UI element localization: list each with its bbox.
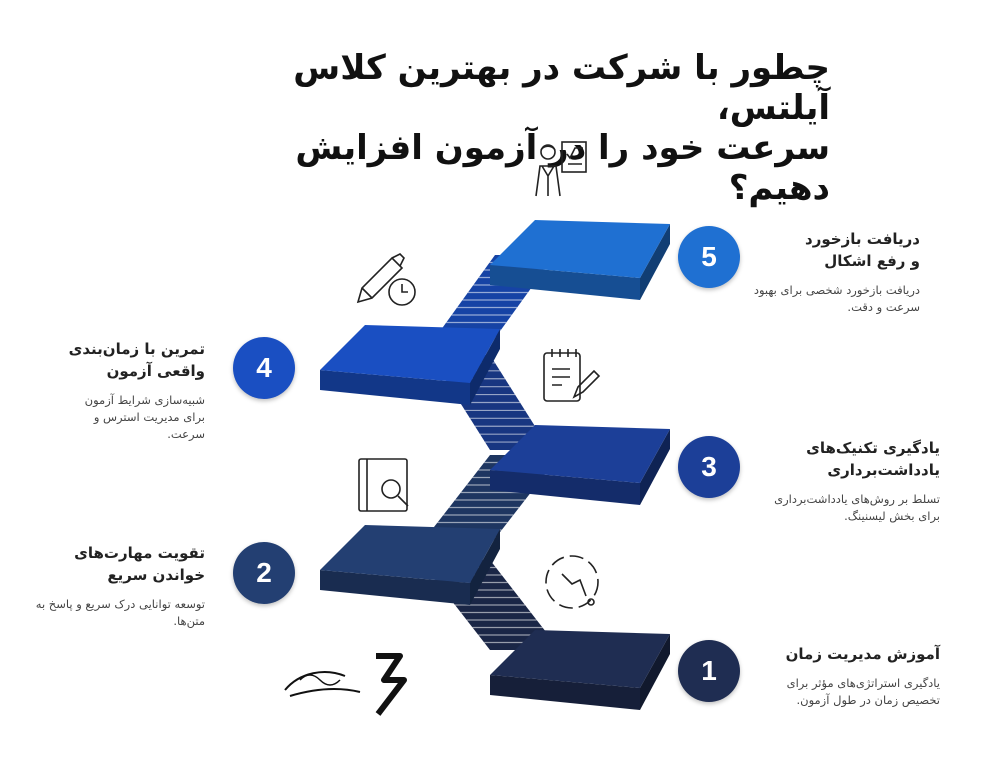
- platform-2-top: [320, 525, 500, 583]
- step-2-text: تقویت مهارت‌های خواندن سریع توسعه توانای…: [20, 542, 205, 630]
- pencil-clock-icon: [356, 253, 416, 306]
- step-4-badge: 4: [233, 337, 295, 399]
- step-1-description: یادگیری استراتژی‌های مؤثر برای تخصیص زما…: [786, 676, 940, 707]
- platform-5-top: [490, 220, 670, 278]
- platform-3-side: [640, 429, 670, 505]
- platform-2-side: [470, 529, 500, 605]
- platform-5-side: [640, 224, 670, 300]
- step-5-description: دریافت بازخورد شخصی برای بهبود سرعت و دق…: [753, 283, 920, 314]
- book-search-icon: [358, 458, 409, 512]
- step-1-text: آموزش مدیریت زمان یادگیری استراتژی‌های م…: [740, 643, 940, 709]
- title-line-1: چطور با شرکت در بهترین کلاس آیلتس،: [293, 48, 830, 128]
- title-line-2: سرعت خود را در آزمون افزایش دهیم؟: [295, 128, 830, 208]
- step-3-description: تسلط بر روش‌های یادداشت‌برداری برای بخش …: [774, 492, 940, 523]
- teacher-board-icon: [535, 141, 587, 197]
- step-4-description: شبیه‌سازی شرایط آزمون برای مدیریت استرس …: [84, 393, 205, 441]
- step-1-heading: آموزش مدیریت زمان: [785, 645, 940, 663]
- step-3-badge: 3: [678, 436, 740, 498]
- step-4-heading: تمرین با زمان‌بندی واقعی آزمون: [68, 340, 205, 380]
- platform-1-front: [490, 675, 640, 710]
- page-title: چطور با شرکت در بهترین کلاس آیلتس، سرعت …: [190, 48, 830, 208]
- step-2-heading: تقویت مهارت‌های خواندن سریع: [74, 544, 205, 584]
- platform-1-side: [640, 634, 670, 710]
- platform-3-front: [490, 470, 640, 505]
- platform-4-side: [470, 329, 500, 405]
- step-5-heading: دریافت بازخورد و رفع اشکال: [805, 230, 920, 270]
- step-2-description: توسعه توانایی درک سریع و پاسخ به متن‌ها.: [35, 597, 205, 628]
- platform-3-top: [490, 425, 670, 483]
- platform-2-front: [320, 570, 470, 605]
- step-5-text: دریافت بازخورد و رفع اشکال دریافت بازخور…: [740, 228, 920, 316]
- platform-5-front: [490, 265, 640, 300]
- brand-logo: [280, 650, 425, 720]
- platform-1-top: [490, 630, 670, 688]
- logo-mark-icon: [284, 653, 407, 716]
- platform-4-front: [320, 370, 470, 405]
- step-3-heading: یادگیری تکنیک‌های یادداشت‌برداری: [806, 439, 940, 479]
- platform-4-top: [320, 325, 500, 383]
- step-1-badge: 1: [678, 640, 740, 702]
- step-3-text: یادگیری تکنیک‌های یادداشت‌برداری تسلط بر…: [740, 437, 940, 525]
- step-2-badge: 2: [233, 542, 295, 604]
- step-4-text: تمرین با زمان‌بندی واقعی آزمون شبیه‌سازی…: [30, 338, 205, 443]
- step-5-badge: 5: [678, 226, 740, 288]
- notepad-pencil-icon: [543, 349, 601, 402]
- clock-icon: [545, 555, 599, 609]
